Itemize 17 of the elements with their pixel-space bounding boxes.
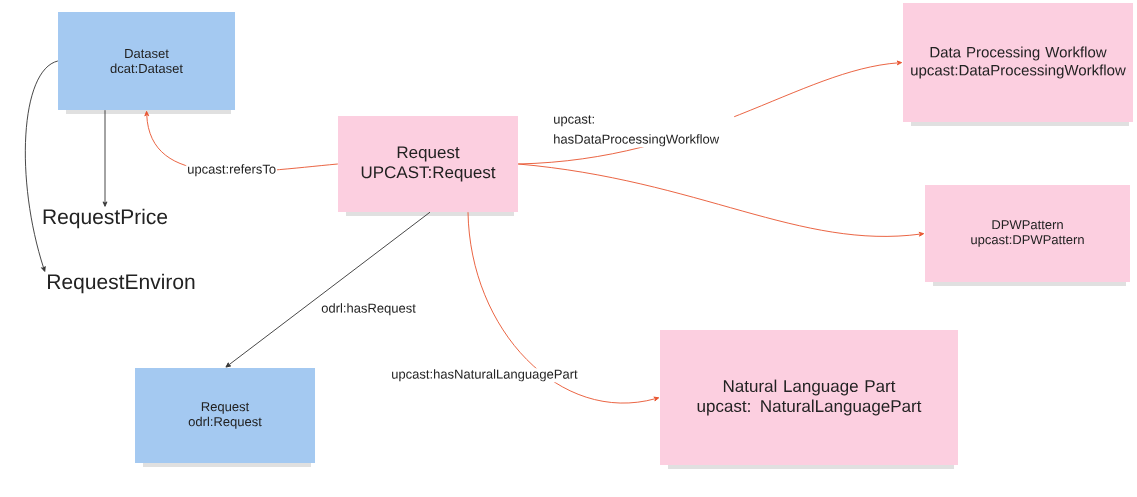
arrow bbox=[225, 211, 431, 368]
sticky-note: Data Processing Workflow upcast:DataProcessingWorkflow bbox=[903, 3, 1133, 122]
edge-label: upcast: hasDataProcessingWorkflow bbox=[552, 114, 735, 148]
sticky-note: DPWPattern upcast:DPWPattern bbox=[925, 185, 1130, 282]
edge-label: odrl:hasRequest bbox=[320, 302, 417, 317]
edge-label: upcast:hasNaturalLanguagePart bbox=[390, 368, 579, 383]
sticky-note: Dataset dcat:Dataset bbox=[58, 12, 235, 110]
sticky-note: Request UPCAST:Request bbox=[338, 116, 518, 212]
arrow bbox=[24, 60, 59, 272]
arrow bbox=[517, 163, 925, 237]
sticky-note: Natural Language Part upcast: NaturalLanguagePart bbox=[660, 330, 958, 465]
bare-text: RequestPrice bbox=[43, 208, 168, 229]
arrow bbox=[102, 109, 108, 207]
arrow bbox=[467, 211, 660, 404]
sticky-note: Request odrl:Request bbox=[135, 368, 315, 463]
edge-label: upcast:refersTo bbox=[186, 163, 278, 178]
bare-text: RequestEnviron bbox=[48, 273, 195, 294]
